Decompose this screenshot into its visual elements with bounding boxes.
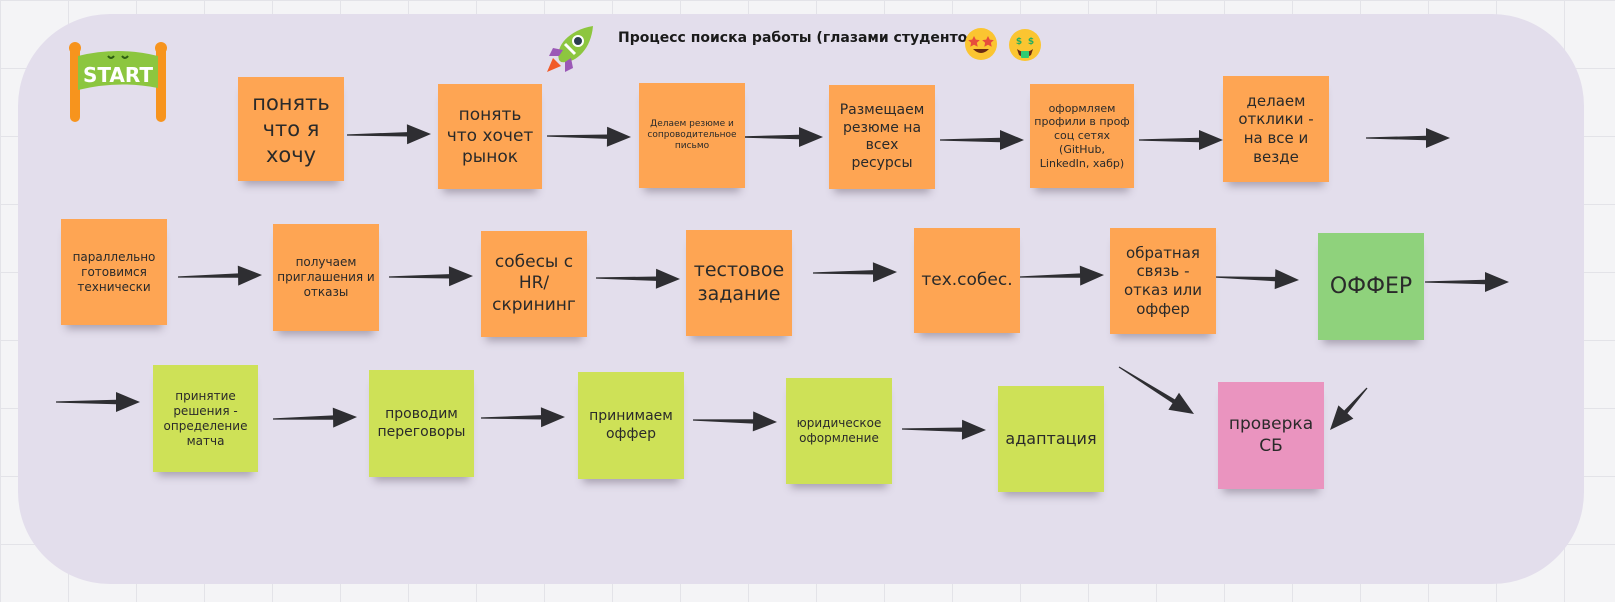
- sticky-profiles[interactable]: оформляем профили в проф соц сетях (GitH…: [1030, 84, 1134, 188]
- flow-arrow-10: [813, 262, 897, 283]
- sticky-test-task[interactable]: тестовое задание: [686, 230, 792, 336]
- flow-arrow-11: [1020, 265, 1104, 286]
- rocket-icon: [547, 26, 593, 72]
- start-sign-icon: START: [69, 42, 167, 122]
- start-sign-label: START: [83, 63, 153, 87]
- sticky-apply[interactable]: делаем отклики - на все и везде: [1223, 76, 1329, 182]
- flow-arrow-12: [1215, 269, 1299, 290]
- flow-arrow-8: [389, 266, 473, 287]
- sticky-decision[interactable]: принятие решения - определение матча: [153, 365, 258, 472]
- svg-text:$: $: [1028, 37, 1034, 47]
- flow-arrow-2: [547, 126, 631, 147]
- flow-arrow-15: [273, 407, 357, 428]
- sticky-security-check[interactable]: проверка СБ: [1218, 382, 1324, 489]
- svg-text:$: $: [1016, 37, 1022, 47]
- sticky-legal[interactable]: юридическое оформление: [786, 378, 892, 484]
- sticky-adaptation[interactable]: адаптация: [998, 386, 1104, 492]
- flow-arrow-17: [693, 411, 777, 432]
- sticky-understand-market[interactable]: понять что хочет рынок: [438, 84, 542, 189]
- flow-arrow-9: [596, 268, 680, 289]
- flow-arrow-1: [347, 124, 431, 145]
- flow-arrow-13: [1425, 272, 1509, 292]
- flow-arrow-20: [1330, 387, 1368, 430]
- sticky-invites[interactable]: получаем приглашения и отказы: [273, 224, 379, 331]
- flow-arrow-5: [1139, 130, 1223, 150]
- sticky-tech-prep[interactable]: параллельно готовимся технически: [61, 219, 167, 325]
- sticky-negotiation[interactable]: проводим переговоры: [369, 370, 474, 477]
- flow-arrow-19: [1118, 366, 1194, 414]
- sticky-accept-offer[interactable]: принимаем оффер: [578, 372, 684, 479]
- diagram-title: Процесс поиска работы (глазами студентов…: [618, 30, 983, 46]
- flow-arrow-7: [178, 265, 262, 286]
- sticky-resume[interactable]: Делаем резюме и сопроводительное письмо: [639, 83, 745, 188]
- flow-arrow-4: [940, 130, 1024, 150]
- flow-arrow-18: [902, 419, 986, 440]
- flow-arrow-3: [739, 127, 823, 147]
- sticky-post-resume[interactable]: Размещаем резюме на всех ресурсы: [829, 85, 935, 189]
- sticky-hr-screening[interactable]: собесы с HR/ скрининг: [481, 231, 587, 337]
- flow-arrow-14: [56, 392, 140, 412]
- flow-arrow-6: [1366, 128, 1450, 148]
- sticky-tech-interview[interactable]: тех.собес.: [914, 228, 1020, 333]
- sticky-offer[interactable]: ОФФЕР: [1318, 233, 1424, 340]
- flow-arrow-16: [481, 407, 565, 428]
- sticky-understand-self[interactable]: понять что я хочу: [238, 77, 344, 181]
- sticky-feedback[interactable]: обратная связь - отказ или оффер: [1110, 228, 1216, 334]
